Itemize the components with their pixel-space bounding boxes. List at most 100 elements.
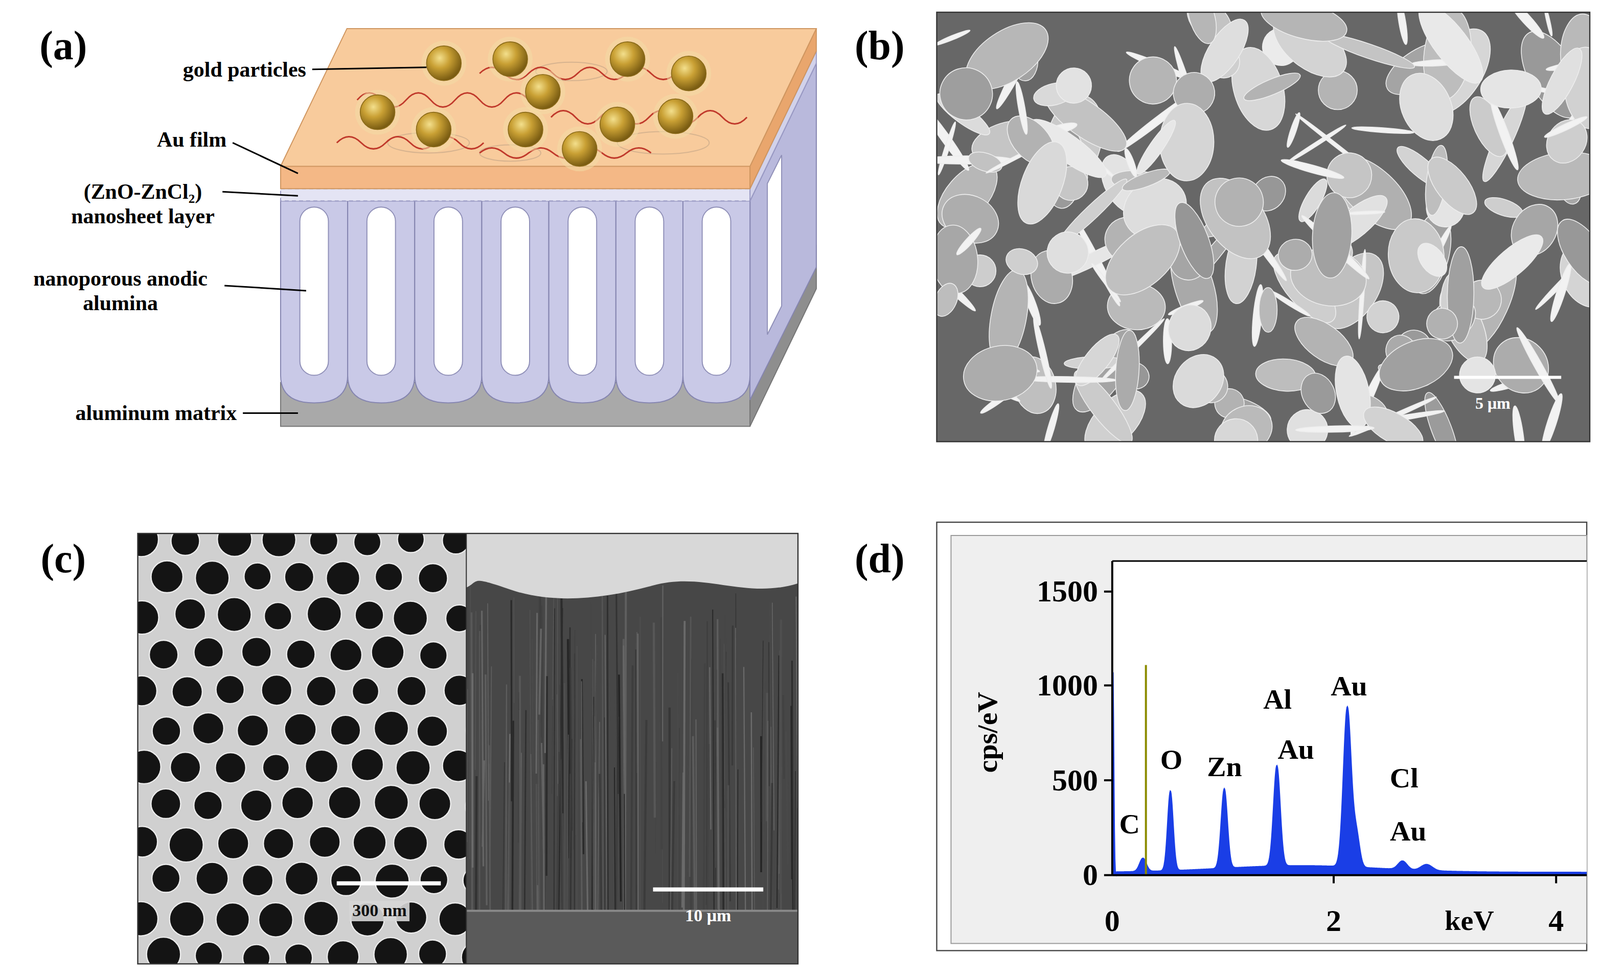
pore-channel: [581, 679, 584, 855]
eds-spectrum: [1112, 560, 1587, 562]
nanosheet-flake: [1371, 328, 1461, 402]
pore-channel: [735, 628, 737, 912]
eds-spectrum: [936, 522, 1587, 951]
eds-spectrum: [936, 522, 1594, 951]
pore-channel: [712, 609, 715, 912]
pore: [373, 938, 408, 965]
pore-channel: [683, 621, 685, 911]
nanosheet-flake: [1411, 238, 1453, 283]
sem-alumina: [466, 533, 798, 965]
scale-bar: [336, 881, 442, 886]
pore: [192, 713, 224, 745]
gold-particle: [671, 56, 706, 91]
nanosheet-flake: [1310, 191, 1354, 280]
leader-line: [224, 285, 307, 291]
peak-label: Au: [1330, 670, 1367, 703]
pore-channel: [767, 721, 769, 912]
pore: [286, 640, 316, 669]
alumina-side-face: [767, 154, 782, 335]
nanosheet-flake: [1276, 237, 1314, 273]
panel-letter: (a): [39, 22, 87, 70]
pore: [375, 864, 410, 899]
pore-channel: [569, 773, 571, 911]
pore: [217, 533, 252, 557]
pore: [309, 533, 338, 556]
pore-channel: [786, 731, 788, 865]
part-label: aluminum matrix: [75, 400, 238, 426]
pore: [171, 676, 202, 707]
pore-channel: [794, 771, 796, 911]
axis: [1104, 684, 1113, 687]
gold-particle: [605, 36, 651, 82]
pore-channel: [791, 660, 793, 912]
scale-bar: [653, 887, 764, 893]
pore-channel: [595, 645, 597, 763]
nanosheet-flake: [1241, 67, 1304, 106]
gold-particle: [421, 40, 467, 86]
nanosheet-flake: [1351, 125, 1414, 135]
alumina-cell: [414, 200, 482, 403]
pore: [443, 830, 467, 860]
gold-particle: [508, 112, 543, 148]
gold-particle: [562, 131, 598, 167]
pore-channel: [471, 673, 474, 868]
gold-particle: [426, 46, 462, 81]
alumina-cell: [367, 207, 396, 376]
pore: [285, 862, 318, 896]
pore: [442, 750, 467, 783]
nanosheet-flake: [1456, 354, 1498, 396]
pore-channel: [603, 717, 606, 912]
nanosheet-flake: [1513, 326, 1563, 406]
pore: [284, 562, 314, 592]
gold-particle: [487, 36, 533, 82]
gold-particle: [600, 107, 635, 143]
pore-channel: [546, 676, 547, 877]
alumina-cell: [280, 200, 348, 403]
pore-channel: [471, 612, 472, 911]
nanosheet-flake: [1181, 12, 1222, 48]
axis-title: cps/eV: [971, 692, 1004, 773]
axis-tick: 500: [1052, 763, 1099, 799]
pore-channel: [581, 681, 583, 823]
pore-channel: [731, 625, 734, 766]
pore: [417, 716, 448, 747]
panel-letter: (b): [854, 22, 905, 70]
au-film: [280, 166, 750, 189]
axis: [1111, 561, 1114, 876]
pore-channel: [585, 781, 588, 912]
alumina-cell: [481, 200, 549, 403]
pore: [393, 826, 428, 861]
pore: [353, 533, 381, 557]
axis-title: keV: [1444, 904, 1494, 938]
pore-channel: [590, 603, 593, 716]
pore: [195, 561, 230, 596]
pore-channel: [623, 645, 626, 794]
nanosheet-flake: [1205, 409, 1267, 442]
pore: [439, 903, 467, 936]
pore-channel: [474, 776, 478, 912]
pore: [355, 601, 384, 630]
pore-channel: [539, 628, 541, 715]
pore: [169, 902, 205, 937]
pore-channel: [475, 611, 476, 771]
pore-channel: [753, 747, 755, 912]
pore: [193, 791, 223, 821]
pore-channel: [518, 675, 522, 911]
gold-particle: [557, 126, 603, 172]
peak-label: Au: [1277, 733, 1314, 767]
alumina-cell: [500, 207, 530, 376]
pore: [351, 748, 384, 782]
pore: [445, 605, 467, 633]
pore-channel: [566, 735, 569, 912]
alumina-cell: [615, 200, 683, 403]
pore-channel: [606, 596, 609, 912]
alumina-cell: [414, 200, 482, 403]
gold-particle: [595, 102, 640, 148]
pore: [307, 597, 342, 632]
pore: [419, 642, 448, 670]
pore: [374, 785, 409, 820]
alumina-cell: [682, 200, 750, 403]
pore-channel: [619, 674, 622, 902]
part-label: (ZnO-ZnCl₂) nanosheet layer: [40, 179, 245, 229]
alumina-cell: [481, 200, 549, 403]
